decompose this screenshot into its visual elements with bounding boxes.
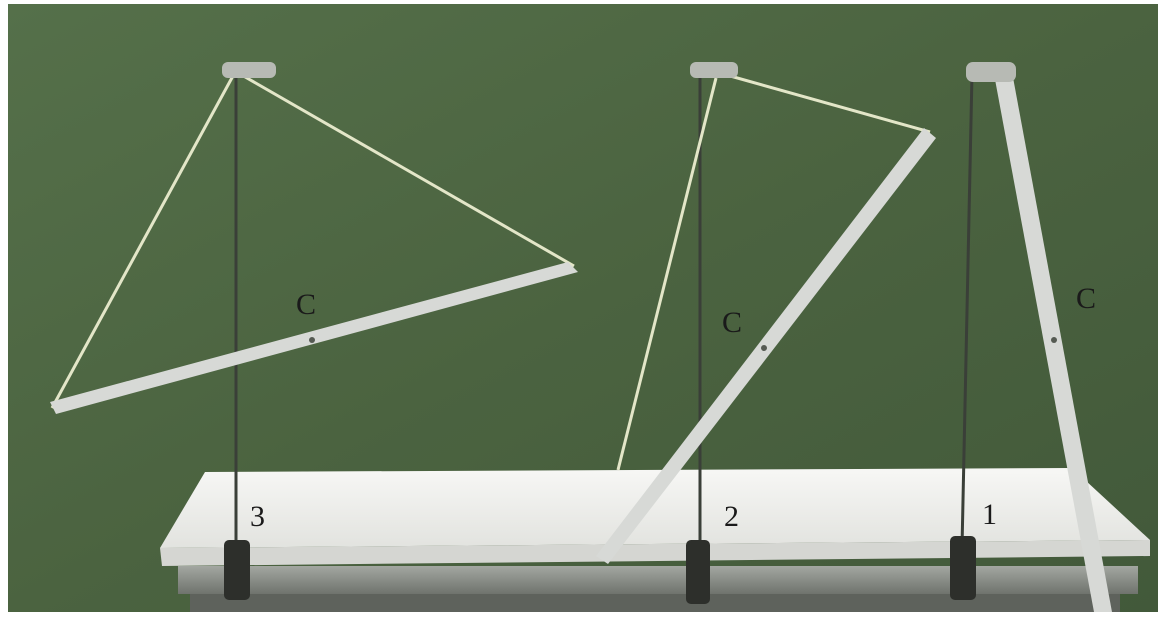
white-border-top [0,0,1160,4]
table-frame [178,566,1138,594]
rod-2-center [761,345,767,351]
label-c-right: C [1076,282,1096,315]
label-c-left: C [296,288,316,321]
setup-3: C 3 [50,62,578,600]
pivot-3 [222,62,276,78]
clamp-3 [224,540,250,600]
rod-1-center [1051,337,1057,343]
table-front-edge [160,540,1150,566]
pivot-2 [690,62,738,78]
setup-1: C 1 [950,62,1112,612]
thread-3-left [50,73,236,409]
table-top [160,468,1150,548]
label-c-middle: C [722,306,742,339]
white-border-bottom [0,612,1160,624]
white-border-left [0,0,8,624]
table [160,468,1150,612]
rod-3-center [309,337,315,343]
thread-3-right [239,72,575,268]
thread-2-left [616,77,718,471]
clamp-1 [950,536,976,600]
label-number-2: 2 [724,500,739,533]
vertical-thread-1 [960,73,974,549]
label-number-3: 3 [250,500,265,533]
label-number-1: 1 [982,498,997,531]
thread-2-top [715,70,931,134]
pivot-1 [966,62,1016,82]
table-frame-lower [190,594,1120,612]
clamp-2 [686,540,710,604]
setup-2: C 2 [596,62,936,604]
